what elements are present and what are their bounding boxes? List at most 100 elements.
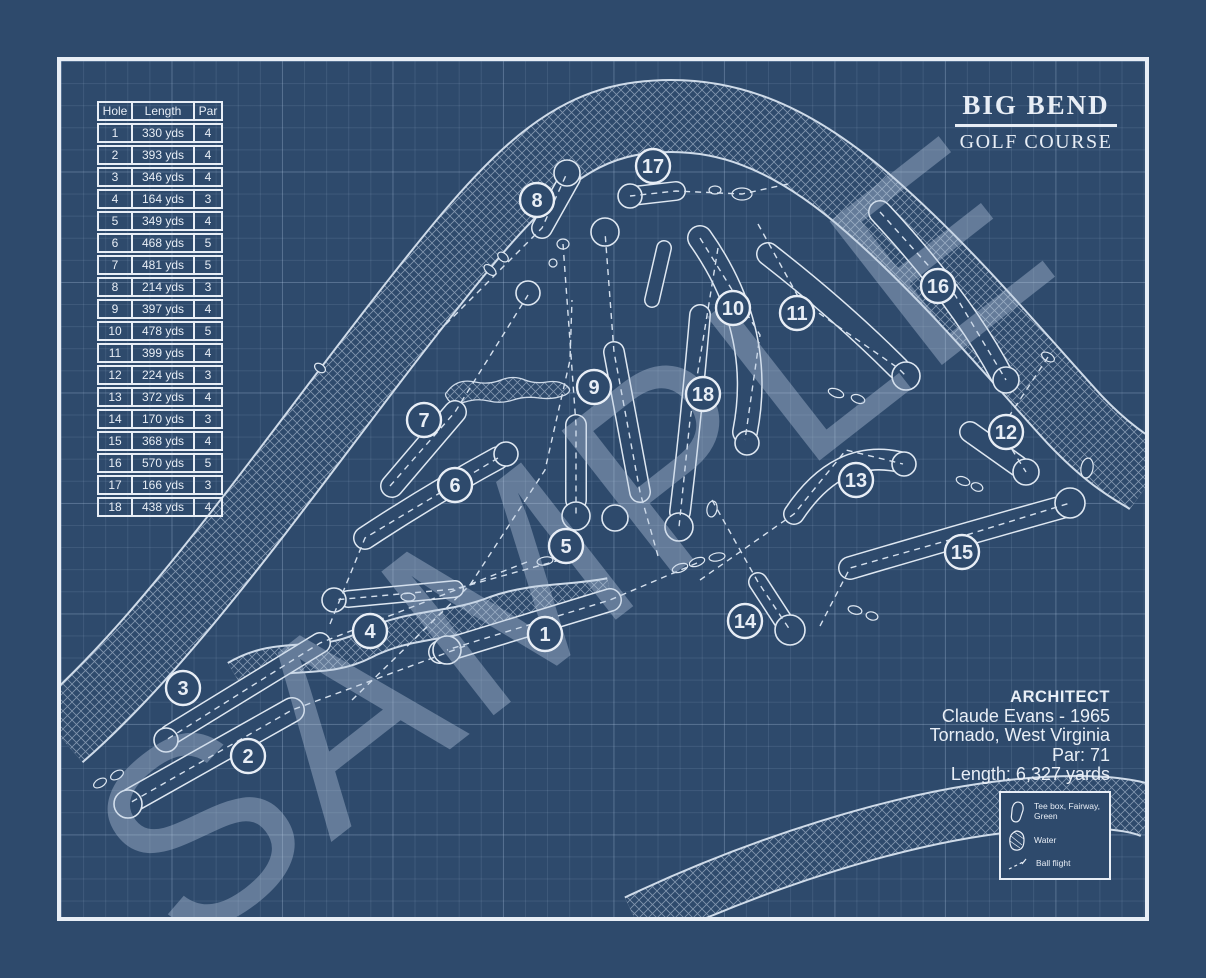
hole-par: 4 [193,123,223,143]
tee-blob [708,552,726,562]
hole-length: 346 yds [131,167,193,187]
fairway-inner [757,243,909,379]
green [553,159,581,187]
hole-length: 330 yds [131,123,193,143]
hole-marker: 12 [987,413,1025,451]
hole-par: 5 [193,453,223,473]
green [113,789,143,819]
green [321,587,347,613]
tee-fairway-green-icon [1007,800,1027,824]
hole-marker-number: 17 [642,156,664,178]
hole-par: 4 [193,299,223,319]
legend-item: Water [1007,829,1103,852]
hole-par: 4 [193,497,223,517]
hole-par: 3 [193,189,223,209]
tee-blob [313,362,327,374]
green [891,361,921,391]
hole-marker-number: 8 [531,190,542,212]
hole-number: 8 [97,277,131,297]
tee-blob [548,258,558,268]
hole-number: 2 [97,145,131,165]
hole-par: 5 [193,233,223,253]
hole-marker-circle [919,267,957,305]
hole-number: 12 [97,365,131,385]
hole-marker-circle [405,401,443,439]
hole-marker: 14 [726,602,764,640]
tee-blob [1080,457,1094,479]
hole-marker-circle [634,147,672,185]
hole-marker: 13 [837,461,875,499]
hole-number: 3 [97,167,131,187]
ball-flight-line [351,299,573,701]
scorecard-header-par: Par [193,101,223,121]
hole-marker-circle [726,602,764,640]
tee-blob [827,387,845,399]
hole-marker: 9 [575,368,613,406]
hole-marker-circle [837,461,875,499]
hole-par: 3 [193,409,223,429]
ball-flight-icon [1007,857,1029,871]
hole-number: 13 [97,387,131,407]
green [601,504,629,532]
hole-marker-circle [684,375,722,413]
legend-label: Tee box, Fairway, Green [1034,801,1100,821]
fairway-inner [960,422,1028,476]
tee-blob [865,611,879,621]
hole-length: 399 yds [131,343,193,363]
hole-number: 17 [97,475,131,495]
ball-flight-line [711,499,791,631]
hole-marker-number: 2 [242,746,253,768]
hole-length: 214 yds [131,277,193,297]
hole-length: 478 yds [131,321,193,341]
green [493,441,519,467]
hole-number: 18 [97,497,131,517]
hole-marker: 4 [351,612,389,650]
ball-flight-line [699,237,761,441]
hole-marker-number: 15 [951,542,973,564]
hole-length: 438 yds [131,497,193,517]
hole-length: 170 yds [131,409,193,429]
fairway-inner [160,633,330,745]
hole-marker-circle [229,737,267,775]
hole-marker-circle [547,527,585,565]
hole-par: 4 [193,211,223,231]
course-location: Tornado, West Virginia [929,725,1110,746]
pond [444,376,571,404]
hole-marker-circle [714,289,752,327]
tee-blob [497,251,509,263]
fairway-inner [120,698,304,812]
hole-number: 4 [97,189,131,209]
hole-length: 468 yds [131,233,193,253]
course-length: Length: 6,327 yards [950,764,1110,785]
course-subtitle: GOLF COURSE [959,131,1113,153]
hole-number: 10 [97,321,131,341]
tee-blob [850,393,866,405]
green [664,512,694,542]
hole-marker-circle [943,533,981,571]
hole-marker-circle [987,413,1025,451]
hole-number: 9 [97,299,131,319]
tee-blob [847,605,863,615]
tee-blob [970,482,984,492]
hole-marker: 7 [405,401,443,439]
hole-marker: 3 [164,669,202,707]
hole-number: 14 [97,409,131,429]
hole-marker-number: 11 [786,303,807,325]
ball-flight-lines [127,172,1071,805]
hole-marker: 17 [634,147,672,185]
title-divider [955,124,1117,127]
legend-item: Tee box, Fairway, Green [1007,800,1103,824]
